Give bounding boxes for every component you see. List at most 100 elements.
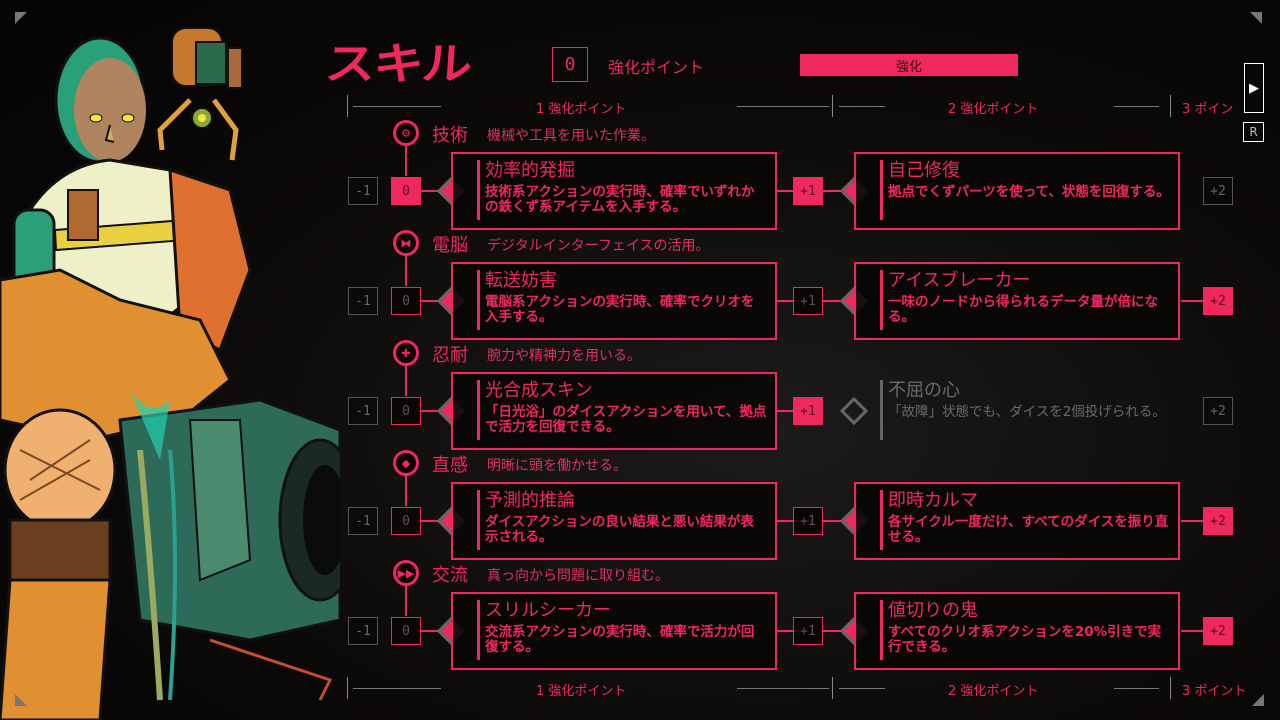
decrease-level-button[interactable]: -1	[348, 507, 378, 535]
upgrade-tier1-box[interactable]: +1	[793, 397, 823, 425]
skill-row-2: ⧓ 電脳 デジタルインターフェイスの活用。 -1 0 転送妨害 電脳系アクション…	[0, 230, 1280, 340]
connector-line	[823, 300, 845, 302]
ruler-tick	[1170, 95, 1171, 117]
upgrade-tier2-box[interactable]: +2	[1203, 177, 1233, 205]
connector-line	[777, 630, 793, 632]
tier-2-label: 2 強化ポイント	[948, 102, 1039, 117]
character-artwork	[0, 0, 340, 720]
play-arrow-icon: ▶	[1249, 80, 1259, 96]
connector-line	[777, 410, 793, 412]
card-accent-bar	[880, 160, 883, 220]
ruler-line	[353, 688, 441, 689]
upgrade-tier1-box[interactable]: +1	[793, 177, 823, 205]
connector-line	[823, 630, 845, 632]
connector-line	[823, 520, 845, 522]
connector-line	[421, 300, 443, 302]
tier-3-label: 3 ポイン	[1182, 102, 1234, 117]
skill-card-tier1[interactable]: 光合成スキン 「日光浴」のダイスアクションを用いて、拠点で活力を回復できる。	[451, 372, 777, 450]
category-name: 交流	[432, 565, 468, 586]
exchange-icon: ▶▶	[393, 560, 419, 586]
category-stem	[405, 146, 407, 176]
current-level-box[interactable]: 0	[391, 617, 421, 645]
decrease-level-button[interactable]: -1	[348, 287, 378, 315]
skill-card-tier2[interactable]: アイスブレーカー 一味のノードから得られるデータ量が倍になる。	[854, 262, 1180, 340]
enhance-button[interactable]: 強化	[800, 54, 1018, 76]
card-accent-bar	[477, 270, 480, 330]
skill-name: 転送妨害	[485, 270, 557, 291]
upgrade-tier2-box[interactable]: +2	[1203, 397, 1233, 425]
skill-card-tier1[interactable]: 効率的発掘 技術系アクションの実行時、確率でいずれかの鉄くず系アイテムを入手する…	[451, 152, 777, 230]
category-name: 電脳	[432, 235, 468, 256]
skill-card-tier1[interactable]: 予測的推論 ダイスアクションの良い結果と悪い結果が表示される。	[451, 482, 777, 560]
skill-card-tier1[interactable]: 転送妨害 電脳系アクションの実行時、確率でクリオを入手する。	[451, 262, 777, 340]
skill-description: 一味のノードから得られるデータ量が倍になる。	[888, 294, 1158, 325]
category-stem	[405, 256, 407, 286]
card-accent-bar	[477, 490, 480, 550]
skill-card-tier1[interactable]: スリルシーカー 交流系アクションの実行時、確率で活力が回復する。	[451, 592, 777, 670]
category-description: 真っ向から問題に取り組む。	[487, 568, 669, 584]
corner-marker-top-right	[1250, 12, 1262, 24]
decrease-level-button[interactable]: -1	[348, 177, 378, 205]
ruler-tick	[1170, 677, 1171, 699]
ruler-tick	[832, 677, 833, 699]
cyberbrain-icon: ⧓	[393, 230, 419, 256]
upgrade-tier2-box[interactable]: +2	[1203, 507, 1233, 535]
current-level-box[interactable]: 0	[391, 287, 421, 315]
skill-row-4: ◆ 直感 明晰に頭を働かせる。 -1 0 予測的推論 ダイスアクションの良い結果…	[0, 450, 1280, 560]
connector-line	[777, 300, 793, 302]
current-level-box[interactable]: 0	[391, 507, 421, 535]
connector-line	[421, 630, 443, 632]
ruler-line	[839, 688, 885, 689]
ruler-line	[839, 106, 885, 107]
skill-card-tier2[interactable]: 即時カルマ 各サイクル一度だけ、すべてのダイスを振り直せる。	[854, 482, 1180, 560]
connector-line	[421, 190, 443, 192]
tier-1-label: 1 強化ポイント	[536, 684, 627, 699]
upgrade-tier1-box[interactable]: +1	[793, 287, 823, 315]
ruler-line	[353, 106, 441, 107]
skill-row-3: ✚ 忍耐 腕力や精神力を用いる。 -1 0 光合成スキン 「日光浴」のダイスアク…	[0, 340, 1280, 450]
category-name: 忍耐	[432, 345, 468, 366]
wrench-icon: ⚙	[393, 120, 419, 146]
skill-description: 電脳系アクションの実行時、確率でクリオを入手する。	[485, 294, 755, 325]
ruler-line	[737, 106, 829, 107]
category-description: デジタルインターフェイスの活用。	[487, 238, 710, 254]
corner-marker-top-left	[15, 12, 27, 24]
skill-card-tier2[interactable]: 自己修復 拠点でくずパーツを使って、状態を回復する。	[854, 152, 1180, 230]
ruler-tick	[832, 95, 833, 117]
upgrade-tier1-box[interactable]: +1	[793, 617, 823, 645]
upgrade-tier2-box[interactable]: +2	[1203, 617, 1233, 645]
category-stem	[405, 586, 407, 616]
corner-marker-bottom-right	[1252, 694, 1264, 706]
category-stem	[405, 476, 407, 506]
skill-description: すべてのクリオ系アクションを20%引きで実行できる。	[888, 624, 1162, 655]
skill-card-tier2[interactable]: 値切りの鬼 すべてのクリオ系アクションを20%引きで実行できる。	[854, 592, 1180, 670]
skill-card-tier2[interactable]: 不屈の心 「故障」状態でも、ダイスを2個投げられる。	[854, 372, 1180, 450]
ruler-line	[737, 688, 829, 689]
intuition-icon: ◆	[393, 450, 419, 476]
skill-description: ダイスアクションの良い結果と悪い結果が表示される。	[485, 514, 754, 545]
skill-row-1: ⚙ 技術 機械や工具を用いた作業。 -1 0 効率的発掘 技術系アクションの実行…	[0, 120, 1280, 230]
upgrade-tier2-box[interactable]: +2	[1203, 287, 1233, 315]
skill-name: 効率的発掘	[485, 160, 575, 181]
skill-description: 「故障」状態でも、ダイスを2個投げられる。	[888, 404, 1166, 420]
skill-description: 技術系アクションの実行時、確率でいずれかの鉄くず系アイテムを入手する。	[485, 184, 755, 215]
available-points-count: 0	[552, 47, 588, 82]
skill-name: アイスブレーカー	[888, 270, 1031, 291]
r-key-button[interactable]: R	[1243, 122, 1264, 142]
next-page-button[interactable]: ▶	[1244, 63, 1264, 113]
skill-description: 「日光浴」のダイスアクションを用いて、拠点で活力を回復できる。	[485, 404, 767, 435]
connector-line	[421, 410, 443, 412]
upgrade-tier1-box[interactable]: +1	[793, 507, 823, 535]
ruler-tick	[347, 95, 348, 117]
skill-name: スリルシーカー	[485, 600, 611, 621]
tier-1-label: 1 強化ポイント	[536, 102, 627, 117]
decrease-level-button[interactable]: -1	[348, 617, 378, 645]
decrease-level-button[interactable]: -1	[348, 397, 378, 425]
current-level-box[interactable]: 0	[391, 177, 421, 205]
corner-marker-bottom-left	[15, 694, 27, 706]
connector-line	[1181, 520, 1203, 522]
character-illustration	[0, 27, 340, 720]
current-level-box[interactable]: 0	[391, 397, 421, 425]
card-accent-bar	[880, 490, 883, 550]
skill-name: 不屈の心	[888, 380, 960, 401]
